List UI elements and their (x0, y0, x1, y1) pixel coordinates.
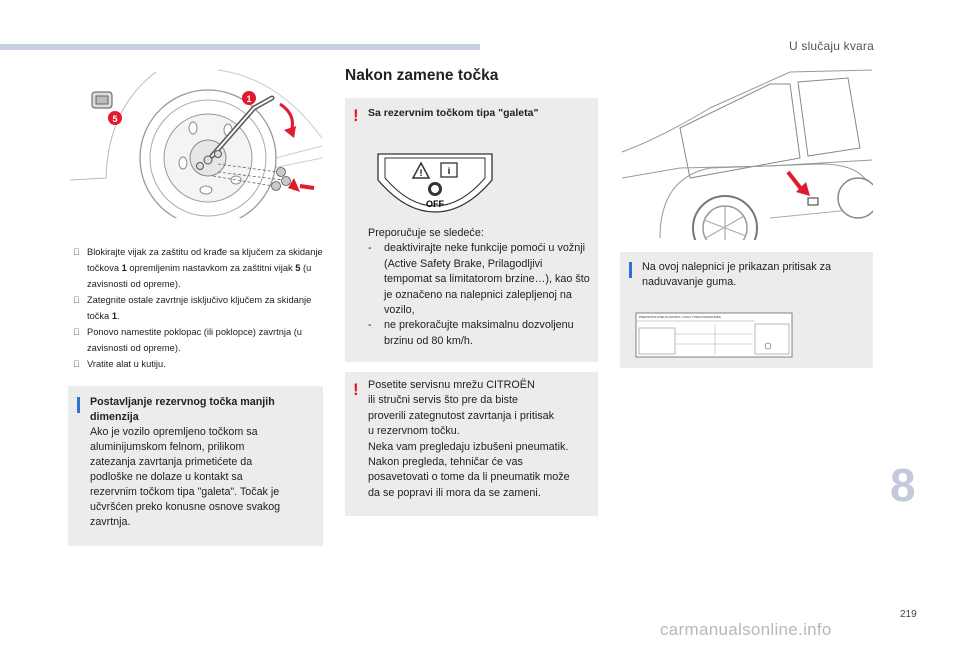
chapter-number: 8 (890, 459, 916, 511)
checkbox-icon:  (73, 324, 80, 340)
tyre-label-header: PRESSIONS PNEUS FROIDS / COLD TYRES PRES… (639, 315, 721, 319)
warning-line: proverili zategnutost zavrtanja i pritis… (368, 409, 555, 422)
sticker-off-label: OFF (426, 199, 444, 209)
svg-text:i: i (448, 166, 451, 176)
watermark: carmanualsonline.info (660, 620, 832, 639)
warning-line: da se popravi ili mora da se zameni. (368, 486, 541, 499)
info-box-title: Postavljanje rezervnog točka manjih dime… (90, 396, 275, 423)
header-bar (0, 44, 480, 50)
step-2: Zategnite ostale zavrtnje isključivo kl… (73, 292, 323, 324)
callout-1: 1 (246, 94, 251, 104)
warning-line: Neka vam pregledaju izbušeni pneumatik. (368, 440, 569, 453)
step-1: Blokirajte vijak za zaštitu od krađe sa… (73, 244, 323, 292)
info-line: naduvavanje guma. (642, 276, 737, 289)
checkbox-icon:  (73, 244, 80, 260)
warning-item: -ne prekoračujte maksimalnu dozvoljenu b… (368, 319, 574, 347)
info-icon (77, 397, 80, 413)
warning-box-space-saver: ! Sa rezervnim točkom tipa "galeta" ! i … (345, 98, 598, 362)
warning-body: Preporučuje se sledeće: -deaktivirajte n… (368, 226, 593, 349)
info-box-spare-wheel: Postavljanje rezervnog točka manjih dime… (68, 386, 323, 546)
warning-intro: Preporučuje se sledeće: (368, 227, 484, 239)
speed-sticker-illustration: ! i OFF (377, 153, 493, 213)
info-box-tyre-label: Na ovoj nalepnici je prikazan pritisak z… (620, 252, 873, 368)
tyre-pressure-label-illustration: PRESSIONS PNEUS FROIDS / COLD TYRES PRES… (635, 312, 793, 358)
info-line: zatezanja zavrtanja primetićete da (90, 456, 253, 468)
warning-line: Nakon pregleda, tehničar će vas (368, 456, 523, 469)
warning-title: Sa rezervnim točkom tipa "galeta" (368, 107, 539, 119)
warning-icon: ! (353, 380, 359, 399)
warning-item: -deaktivirajte neke funkcije pomoći u vo… (368, 242, 590, 317)
info-line: rezervnim točkom tipa "galeta". Točak je (90, 486, 280, 498)
step-3: Ponovo namestite poklopac (ili poklopce… (73, 324, 323, 356)
info-line: podloške ne dolaze u kontakt sa (90, 471, 243, 483)
step-4: Vratite alat u kutiju. (73, 356, 323, 372)
car-door-illustration (621, 69, 873, 240)
warning-box-service: ! Posetite servisnu mrežu CITROËN ili st… (345, 372, 598, 516)
info-line: Na ovoj nalepnici je prikazan pritisak z… (642, 261, 832, 273)
info-line: zavrtnja. (90, 516, 131, 528)
checkbox-icon:  (73, 292, 80, 308)
info-line: učvršćen preko konusne osnove svakog (90, 501, 281, 513)
info-line: aluminijumskom felnom, prilikom (90, 441, 245, 453)
callout-5: 5 (112, 114, 117, 124)
page-number: 219 (900, 609, 917, 620)
wheel-illustration: 1 5 (69, 69, 323, 218)
procedure-steps: Blokirajte vijak za zaštitu od krađe sa… (73, 244, 323, 372)
warning-line: ili stručni servis što pre da biste (368, 394, 519, 407)
warning-icon: ! (353, 106, 359, 125)
checkbox-icon:  (73, 356, 80, 372)
info-text: Na ovoj nalepnici je prikazan pritisak z… (642, 260, 867, 291)
section-heading: Nakon zamene točka (345, 67, 499, 84)
warning-body: Posetite servisnu mrežu CITROËN ili stru… (368, 378, 593, 501)
warning-line: u rezervnom točku. (368, 425, 460, 438)
info-icon (629, 262, 632, 278)
svg-text:!: ! (420, 168, 423, 178)
warning-line: posavetovati o tome da li pneumatik može (368, 471, 570, 484)
warning-line: Posetite servisnu mrežu CITROËN (368, 379, 535, 391)
section-title: U slučaju kvara (788, 39, 874, 53)
info-line: Ako je vozilo opremljeno točkom sa (90, 426, 258, 438)
